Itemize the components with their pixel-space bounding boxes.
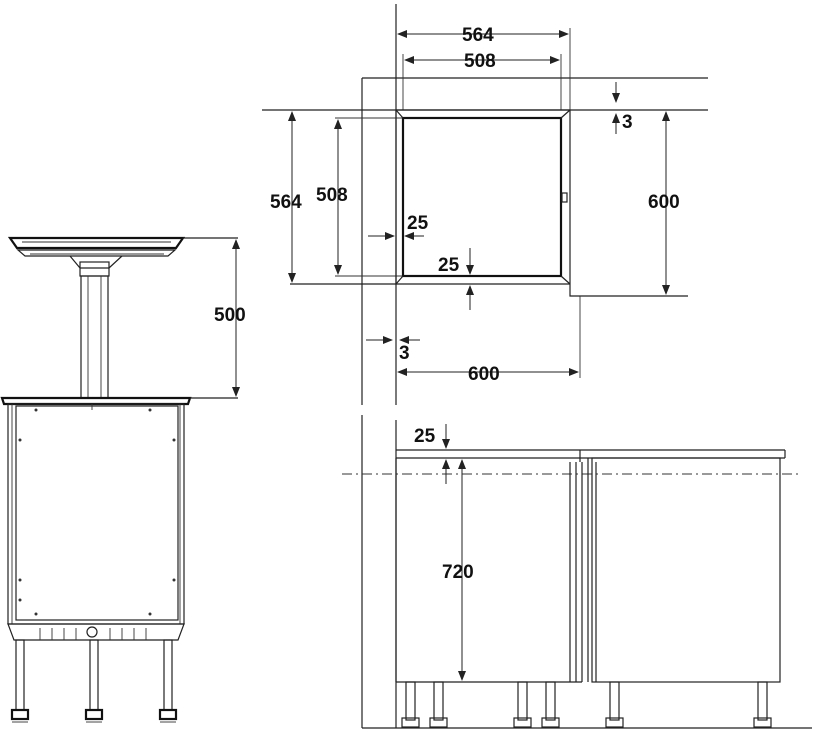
cabinet-body — [0, 396, 238, 641]
hob-plate — [7, 236, 238, 257]
cabinet-legs — [10, 639, 178, 723]
lift-column — [69, 255, 123, 399]
label-3-top: 3 — [622, 112, 633, 133]
cut-out-frame — [395, 109, 580, 297]
label-508-left: 508 — [316, 185, 348, 206]
lift-cabinet-elevation: 500 — [0, 236, 246, 723]
adjacent-cabinet — [587, 457, 781, 683]
side-legs — [401, 681, 772, 728]
label-508-top: 508 — [464, 51, 496, 72]
plan-view: 564 508 3 564 508 600 25 — [262, 4, 708, 405]
corner-cabinet — [395, 458, 583, 683]
label-600-right: 600 — [648, 192, 680, 213]
label-3-bottom: 3 — [399, 343, 410, 364]
label-564-top: 564 — [462, 25, 494, 46]
side-elevation: 25 720 — [342, 415, 812, 729]
label-600-bottom: 600 — [468, 364, 500, 385]
label-500: 500 — [214, 305, 246, 326]
label-25-horizontal: 25 — [407, 213, 429, 234]
worktop — [396, 449, 786, 462]
label-25-worktop: 25 — [414, 426, 436, 447]
label-720: 720 — [442, 562, 474, 583]
label-25-vertical: 25 — [438, 255, 460, 276]
label-564-left: 564 — [270, 192, 302, 213]
